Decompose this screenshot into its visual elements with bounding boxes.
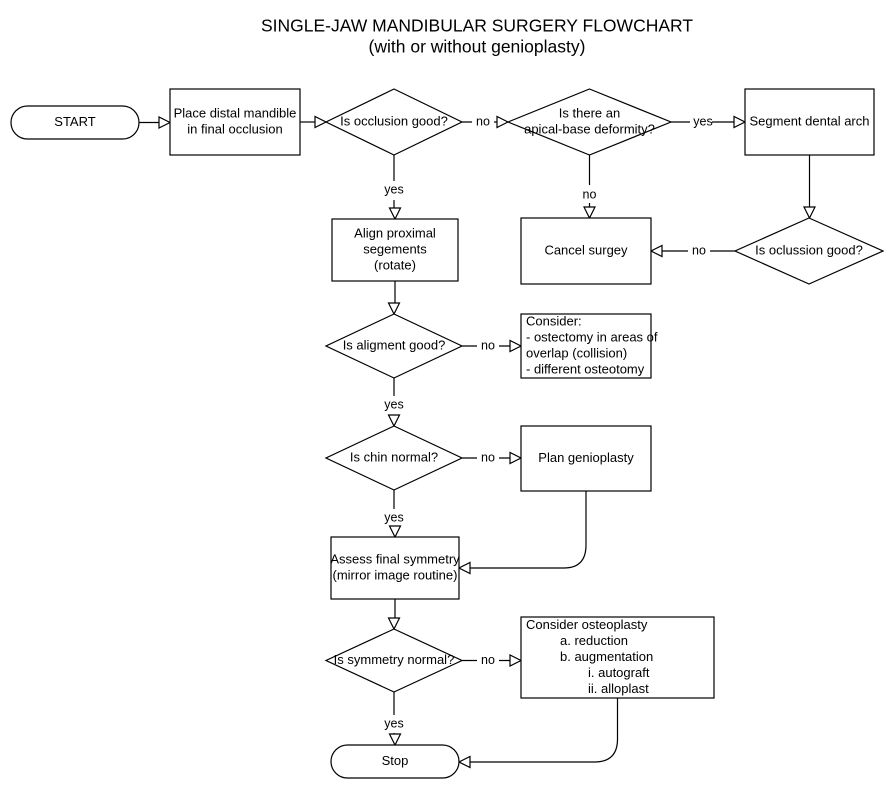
is-alignment-good-decision-line-1: Is aligment good? [343,337,446,352]
place-distal-mandible-process-line-2: in final occlusion [187,121,282,136]
edge-symmetry-no-to-osteoplasty [462,654,523,667]
edge-occlusion-no-to-apical-base [462,115,510,129]
segment-dental-arch-process-line-1: Segment dental arch [750,113,870,128]
edge-alignment-yes-to-chin [387,378,401,428]
chart-title: SINGLE-JAW MANDIBULAR SURGERY FLOWCHART … [261,16,693,57]
consider-osteoplasty-note-line-5: ii. alloplast [588,681,649,696]
edge-alignment-no-to-consider [462,339,523,353]
is-oclussion-good-decision[interactable]: Is oclussion good? [733,217,884,285]
plan-genioplasty-process[interactable]: Plan genioplasty [520,425,652,492]
is-alignment-good-decision[interactable]: Is aligment good? [324,313,464,379]
start-terminator-line-1: START [54,114,95,129]
title-line-1: SINGLE-JAW MANDIBULAR SURGERY FLOWCHART [261,16,693,36]
edge-occlusion-yes-to-align [388,155,402,221]
is-occlusion-good-decision[interactable]: Is occlusion good? [324,88,464,156]
segment-dental-arch-process[interactable]: Segment dental arch [744,88,875,156]
edge-labels-layer: no yes no no yes no yes no yes no yes [384,114,712,730]
consider-ostectomy-note-line-3: overlap (collision) [526,345,627,360]
consider-osteoplasty-note-line-3: b. augmentation [560,649,653,664]
edge-align-to-alignment-check [387,281,401,316]
edge-genioplasty-to-assess [457,491,587,575]
assess-final-symmetry-process[interactable]: Assess final symmetry(mirror image routi… [330,536,460,600]
cancel-surgery-process[interactable]: Cancel surgey [520,217,652,285]
title-line-2: (with or without genioplasty) [369,37,586,57]
place-distal-mandible-process-line-1: Place distal mandible [174,105,297,120]
align-proximal-segments-process-line-1: Align proximal [354,225,436,240]
assess-final-symmetry-process-line-1: Assess final symmetry [330,551,460,566]
start-terminator[interactable]: START [10,105,140,140]
consider-osteoplasty-note-line-1: Consider osteoplasty [526,617,648,632]
edge-oclussion-no-to-cancel-label: no [692,243,706,257]
edge-symmetry-no-to-osteoplasty-label: no [481,653,495,667]
consider-osteoplasty-note-line-2: a. reduction [560,633,628,648]
edge-oclussion-no-to-cancel [649,244,735,258]
edge-occlusion-yes-to-align-label: yes [384,182,403,196]
edge-chin-no-to-genioplasty-label: no [481,450,495,464]
edge-chin-yes-to-assess-label: yes [384,510,403,524]
edge-apical-base-yes-to-segment-label: yes [693,114,712,128]
edge-occlusion-no-to-apical-base-label: no [476,114,490,128]
edge-alignment-no-to-consider-label: no [481,338,495,352]
edges-layer [139,115,816,769]
apical-base-deformity-decision-line-1: Is there an [559,105,620,120]
consider-ostectomy-note-line-2: - ostectomy in areas of [526,329,658,344]
consider-ostectomy-note-line-1: Consider: [526,313,582,328]
edge-apical-base-no-to-cancel-label: no [583,187,597,201]
consider-ostectomy-note-line-4: - different osteotomy [526,361,645,376]
is-symmetry-normal-decision[interactable]: Is symmetry normal? [324,628,464,693]
consider-ostectomy-note[interactable]: Consider:- ostectomy in areas ofoverlap … [520,313,658,379]
is-symmetry-normal-decision-line-1: Is symmetry normal? [334,652,455,667]
assess-final-symmetry-process-line-2: (mirror image routine) [333,567,458,582]
edge-alignment-yes-to-chin-label: yes [384,397,403,411]
edge-osteoplasty-to-stop [457,698,619,769]
edge-symmetry-yes-to-stop-label: yes [384,716,403,730]
edge-apical-base-yes-to-segment [671,115,747,129]
stop-terminator-line-1: Stop [382,753,409,768]
edge-chin-no-to-genioplasty [462,451,523,465]
is-chin-normal-decision-line-1: Is chin normal? [350,449,438,464]
edge-apical-base-no-to-cancel [583,155,596,220]
consider-osteoplasty-note-line-4: i. autograft [588,665,650,680]
cancel-surgery-process-line-1: Cancel surgey [544,242,628,257]
align-proximal-segments-process-line-3: (rotate) [374,257,416,272]
plan-genioplasty-process-line-1: Plan genioplasty [538,450,634,465]
is-oclussion-good-decision-line-1: Is oclussion good? [755,242,863,257]
edge-segment-to-oclussion [803,155,816,220]
is-occlusion-good-decision-line-1: Is occlusion good? [340,113,448,128]
stop-terminator[interactable]: Stop [330,744,460,779]
is-chin-normal-decision[interactable]: Is chin normal? [324,425,464,491]
edge-assess-to-symmetry-check [387,599,401,631]
edge-start-to-place-distal [139,116,172,129]
align-proximal-segments-process-line-2: segements [363,241,427,256]
edge-place-distal-to-occlusion [300,115,328,129]
edge-symmetry-yes-to-stop [388,692,402,747]
edge-chin-yes-to-assess [388,490,402,539]
apical-base-deformity-decision-line-2: apical-base deformity? [524,121,655,136]
